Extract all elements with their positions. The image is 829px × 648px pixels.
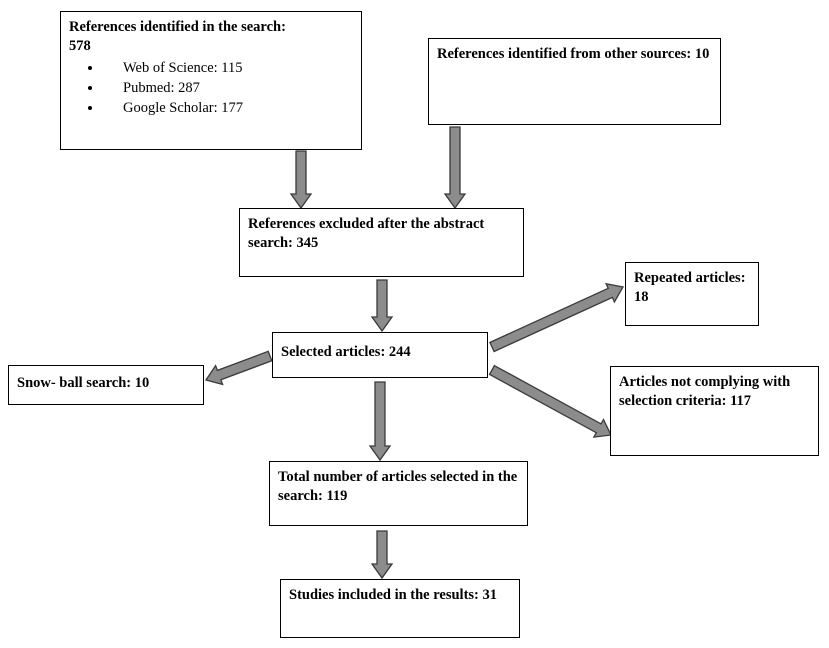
- search-references-total: 578: [69, 38, 91, 54]
- search-references-box: References identified in the search: 578…: [60, 11, 362, 150]
- other-sources-text: References identified from other sources…: [437, 46, 710, 62]
- studies-included-text: Studies included in the results: 31: [289, 587, 498, 603]
- selected-articles-text: Selected articles: 244: [281, 344, 411, 360]
- search-references-title: References identified in the search:: [69, 19, 286, 35]
- excluded-abstract-box: References excluded after the abstract s…: [239, 208, 524, 277]
- arrow-selected-to-not-complying: [488, 364, 612, 438]
- not-complying-box: Articles not complying with selection cr…: [610, 366, 819, 456]
- studies-included-box: Studies included in the results: 31: [280, 579, 520, 638]
- other-sources-box: References identified from other sources…: [428, 38, 721, 125]
- snowball-search-text: Snow- ball search: 10: [17, 375, 150, 391]
- arrow-selected-to-repeated: [489, 282, 625, 353]
- snowball-search-box: Snow- ball search: 10: [8, 365, 204, 405]
- arrow-selected-to-snowball: [204, 350, 273, 386]
- arrow-excluded-to-selected: [370, 279, 394, 333]
- arrow-selected-to-total: [368, 381, 392, 462]
- excluded-abstract-text: References excluded after the abstract s…: [248, 216, 485, 251]
- source-item-web-of-science: Web of Science: 115: [103, 58, 353, 78]
- source-item-google-scholar: Google Scholar: 177: [103, 98, 353, 118]
- arrow-search-to-excluded: [289, 150, 313, 210]
- repeated-articles-text: Repeated articles: 18: [634, 270, 746, 305]
- repeated-articles-box: Repeated articles: 18: [625, 262, 759, 326]
- total-selected-text: Total number of articles selected in the…: [278, 469, 518, 504]
- selected-articles-box: Selected articles: 244: [272, 332, 488, 378]
- total-selected-box: Total number of articles selected in the…: [269, 461, 528, 526]
- arrow-other-to-excluded: [443, 126, 467, 210]
- source-item-pubmed: Pubmed: 287: [103, 78, 353, 98]
- search-sources-list: Web of Science: 115 Pubmed: 287 Google S…: [69, 58, 353, 118]
- arrow-total-to-included: [370, 530, 394, 580]
- not-complying-text: Articles not complying with selection cr…: [619, 374, 791, 409]
